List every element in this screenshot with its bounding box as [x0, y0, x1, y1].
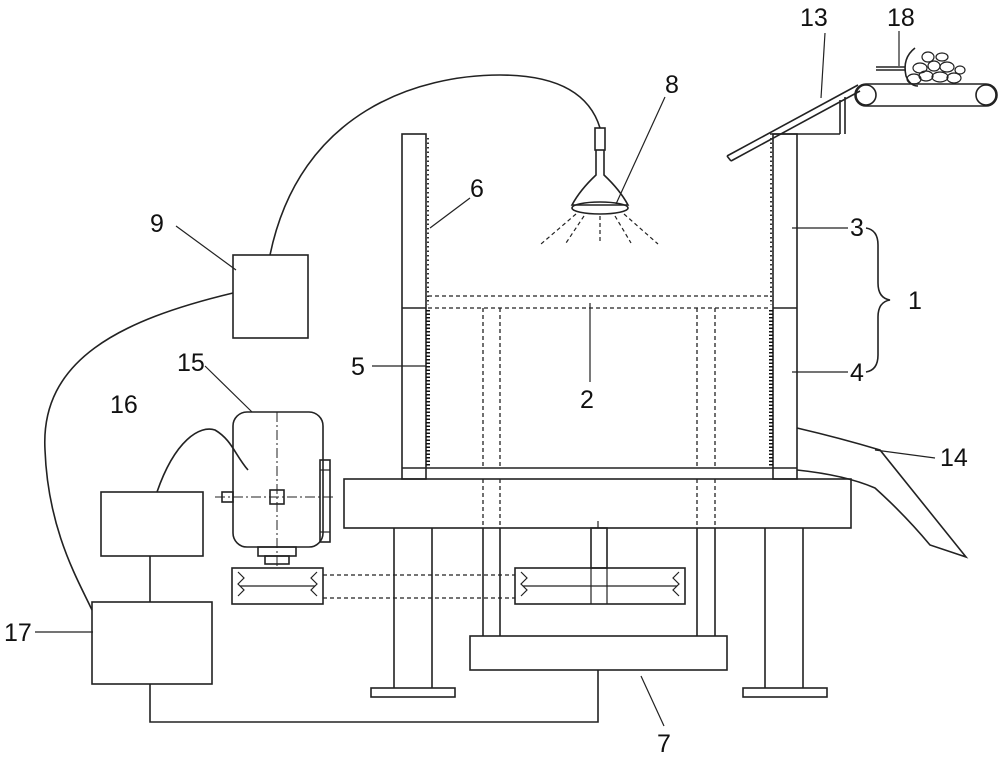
label-9: 9	[150, 210, 164, 238]
controller-17	[91, 601, 213, 685]
label-7: 7	[657, 730, 671, 758]
material-pile	[906, 51, 966, 85]
label-18: 18	[887, 4, 915, 32]
group-bracket	[865, 227, 891, 373]
label-5: 5	[351, 353, 365, 381]
left-column	[401, 133, 430, 480]
controller-16	[100, 491, 204, 557]
label-3: 3	[850, 214, 864, 242]
central-shaft	[590, 527, 608, 569]
left-leg	[370, 528, 456, 698]
label-16: 16	[110, 391, 138, 419]
label-4: 4	[850, 359, 864, 387]
label-1: 1	[908, 287, 922, 315]
scraper-part-18	[876, 47, 919, 87]
leader-lines	[35, 31, 936, 727]
inlet-chute	[726, 84, 861, 162]
label-15: 15	[177, 349, 205, 377]
label-8: 8	[665, 71, 679, 99]
motor-pulley	[231, 567, 324, 605]
shaft-pulley	[514, 567, 686, 605]
label-13: 13	[800, 4, 828, 32]
label-14: 14	[940, 444, 968, 472]
wiring	[44, 74, 601, 723]
controller-9	[232, 254, 309, 339]
conveyor-belt	[854, 83, 998, 107]
outlet-chute	[796, 427, 969, 559]
right-column	[769, 133, 798, 480]
label-2: 2	[580, 386, 594, 414]
right-leg	[742, 528, 828, 698]
motor	[215, 411, 335, 568]
label-17: 17	[4, 619, 32, 647]
label-6: 6	[470, 175, 484, 203]
base-platform	[343, 478, 852, 529]
inner-vessel	[426, 295, 773, 469]
sprayer	[540, 127, 659, 245]
inner-legs	[482, 528, 716, 636]
drive-belt	[323, 574, 515, 599]
vibration-base	[469, 635, 728, 671]
